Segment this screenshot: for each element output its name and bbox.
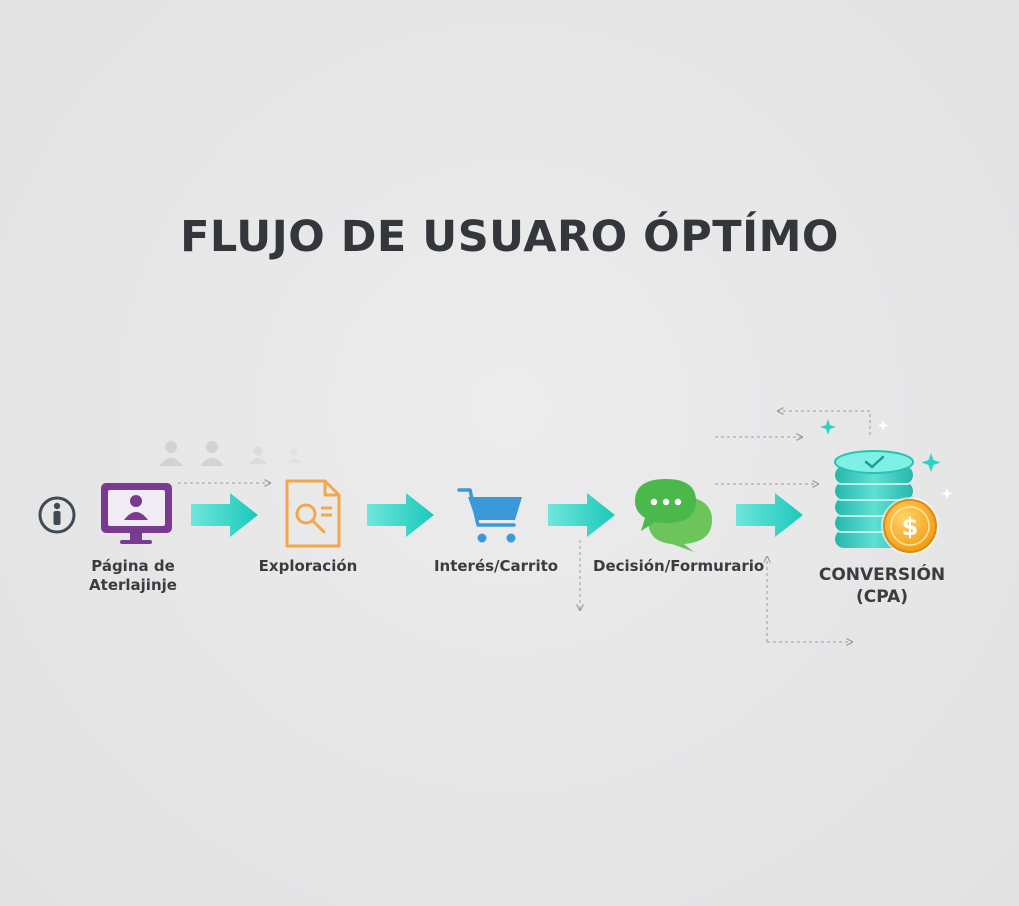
info-user-icon [38, 496, 76, 534]
monitor-user-icon [101, 483, 172, 544]
step-label-conversion-line2: (CPA) [855, 587, 909, 607]
flow-arrows [191, 493, 803, 537]
user-silhouette-icon [159, 441, 301, 466]
step-label-landing: Página de Aterlajinje [73, 557, 193, 595]
step-label-landing-line2: Aterlajinje [89, 576, 177, 594]
flow-arrow-icon [548, 493, 615, 537]
step-label-interest: Interés/Carrito [433, 557, 559, 575]
coin-dollar-symbol: $ [902, 513, 919, 541]
document-search-icon [285, 479, 341, 548]
diagram-title: FLUJO DE USUARO ÓPTÍMO [180, 212, 839, 262]
flow-arrow-icon [191, 493, 258, 537]
sparkle-icon [820, 419, 953, 499]
step-label-landing-line1: Página de [91, 557, 175, 575]
shopping-cart-icon [457, 488, 522, 543]
chat-bubbles-icon [635, 479, 712, 552]
flow-arrow-icon [367, 493, 434, 537]
dashed-connectors [178, 411, 871, 642]
coin-stack-dollar-icon: $ [834, 450, 939, 555]
step-label-exploration: Exploración [258, 557, 358, 575]
step-label-decision: Decisión/Formurario [593, 557, 765, 575]
step-label-conversion: CONVERSIÓN (CPA) [806, 564, 958, 608]
step-label-conversion-line1: CONVERSIÓN [818, 565, 946, 585]
flow-arrow-icon [736, 493, 803, 537]
dashed-connector [778, 411, 871, 435]
